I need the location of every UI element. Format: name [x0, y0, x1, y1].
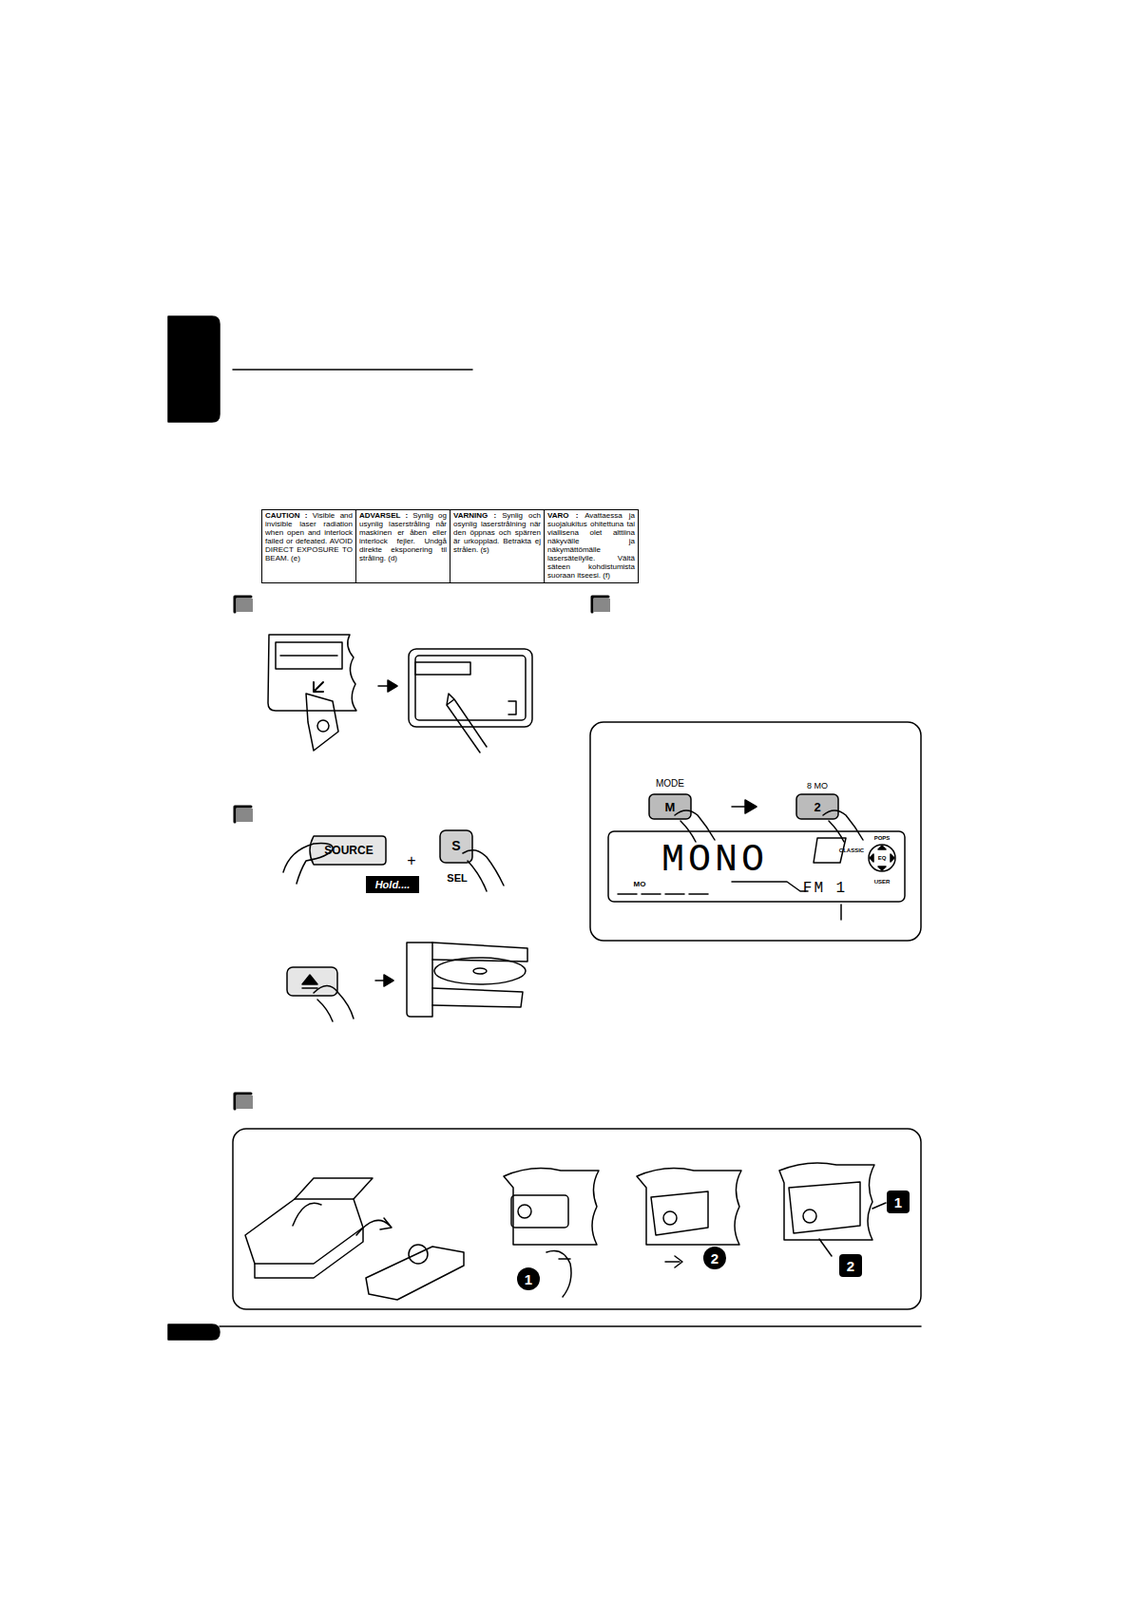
attach-illustration [232, 1129, 921, 1310]
mono-panel [590, 722, 921, 941]
page-tab [168, 316, 220, 422]
eq-indicator: EQ [878, 855, 887, 862]
plus-sign: + [406, 853, 416, 869]
display-band: FM 1 [803, 881, 847, 897]
button-label: 8 MO [806, 782, 828, 791]
display-text: MONO [661, 842, 768, 881]
caution-cell: VARNING : Synlig och osynlig laserstråln… [449, 509, 545, 584]
caution-cell: VARO : Avattaessa ja suojalukitus ohitet… [543, 509, 639, 584]
warning-heading: ADVARSEL : [359, 511, 408, 520]
hold-tag: Hold.... [375, 880, 411, 891]
eq-indicator: USER [874, 879, 891, 885]
button-label: SEL [446, 873, 467, 884]
button-label: M [665, 801, 676, 814]
button-label: MODE [655, 779, 685, 789]
page-tab [168, 1324, 220, 1341]
warning-text: Visible and invisible laser radiation wh… [265, 511, 353, 563]
callout-number: 2 [710, 1251, 719, 1266]
heading-rule [232, 368, 473, 371]
callout-number: 2 [846, 1259, 855, 1274]
warning-heading: VARNING : [453, 511, 497, 520]
callout-number: 1 [894, 1195, 902, 1210]
eq-indicator: CLASSIC [839, 847, 864, 854]
caution-cell: ADVARSEL : Synlig og usynlig laserstråli… [355, 509, 451, 584]
eq-indicator: POPS [874, 835, 891, 842]
eject-illustration [287, 942, 528, 1022]
warning-heading: VARO : [547, 511, 578, 520]
callout-marks [517, 1190, 910, 1291]
button-label: S [451, 839, 461, 853]
warning-heading: CAUTION : [265, 511, 307, 520]
display-indicator: MO [633, 881, 647, 889]
button-label: SOURCE [324, 844, 373, 857]
caution-cell: CAUTION : Visible and invisible laser ra… [261, 509, 357, 584]
button-label: 2 [813, 801, 821, 814]
warning-text: Avattaessa ja suojalukitus ohitettuna ta… [547, 511, 635, 580]
warning-text: Synlig og usynlig laserstråling når mask… [359, 511, 447, 563]
faceplate-removal [268, 634, 533, 753]
reset-buttons [283, 830, 504, 894]
section-markers [234, 596, 611, 1110]
callout-number: 1 [524, 1272, 533, 1287]
footer-rule [219, 1325, 921, 1328]
